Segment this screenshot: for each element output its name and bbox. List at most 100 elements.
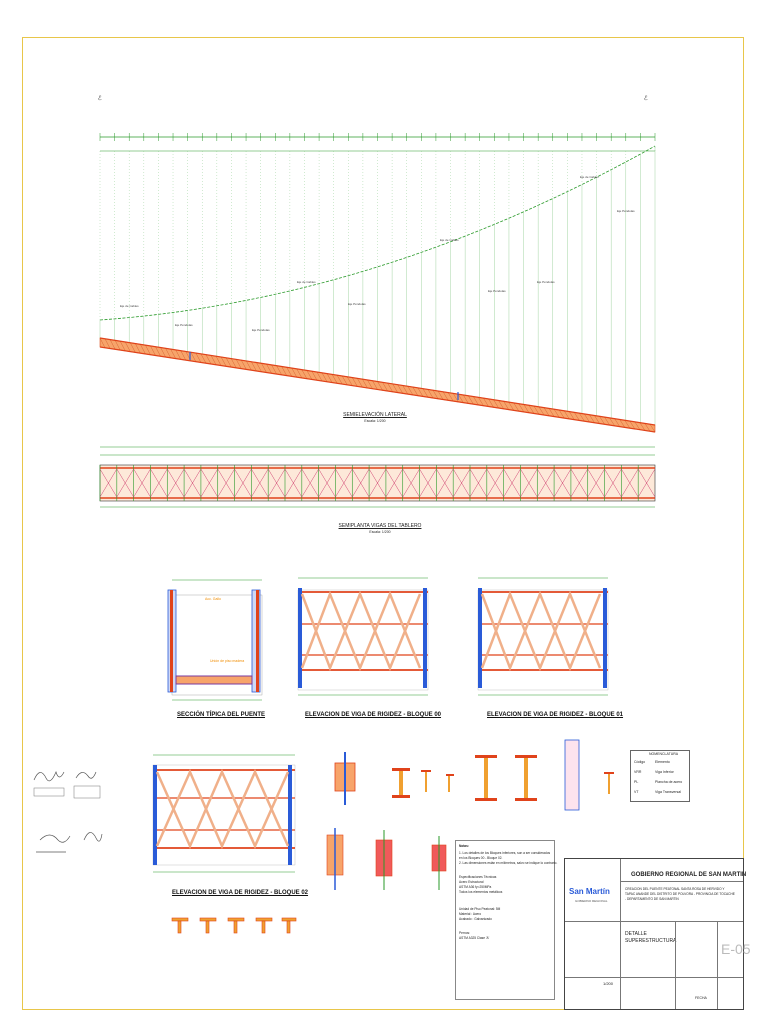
logo-subtitle: GOBIERNO REGIONAL xyxy=(575,899,608,903)
truss-diagonal xyxy=(493,399,499,409)
note-line: 1. Los detalles de los Bloques inferiore… xyxy=(459,851,551,855)
plan-bracing xyxy=(99,468,118,498)
project-line: TAPAC ANANDE DEL DISTRITO DE POLVORA - P… xyxy=(625,892,735,896)
plan-bracing xyxy=(251,468,269,498)
truss-diagonal xyxy=(533,405,540,415)
truss-diagonal xyxy=(256,362,262,372)
nomenclature-legend: NOMENCLATURA Código Elemento VRR Viga In… xyxy=(630,750,690,802)
plan-bracing xyxy=(520,468,538,498)
svg-text:Eje Péndolas: Eje Péndolas xyxy=(488,289,506,293)
plan-bracing xyxy=(183,468,202,498)
typical-section: Acc. Gallo Unión de piso madera xyxy=(167,579,263,701)
note-line: Material : Acero xyxy=(459,912,482,916)
truss-diagonal xyxy=(337,375,343,385)
truss-diagonal xyxy=(478,397,484,406)
truss-diagonal xyxy=(326,373,333,383)
plan-bracing xyxy=(621,468,639,498)
block-00-elevation xyxy=(297,577,429,696)
plan-bracing xyxy=(503,468,521,498)
truss-diagonal xyxy=(135,343,141,354)
hangers xyxy=(99,146,656,425)
truss-diagonal xyxy=(564,410,570,419)
note-line: en los Bloques 00 - Bloque 02. xyxy=(459,856,503,860)
truss-diagonal xyxy=(639,422,646,431)
truss-diagonal xyxy=(377,381,383,391)
truss-diagonal xyxy=(483,398,489,407)
truss-diagonal xyxy=(392,383,398,393)
truss-diagonal xyxy=(276,365,282,375)
truss-diagonal xyxy=(367,379,373,389)
truss-diagonal xyxy=(266,364,272,374)
scale-value: 1/200 xyxy=(603,981,614,986)
truss-diagonal xyxy=(634,421,640,430)
plan-bracing xyxy=(537,468,555,498)
plan-bracing xyxy=(234,468,252,498)
truss-diagonal xyxy=(296,368,302,378)
truss-diagonal xyxy=(220,356,227,367)
truss-diagonal xyxy=(437,390,444,400)
truss-diagonal xyxy=(548,408,555,417)
truss-diagonal xyxy=(619,419,625,428)
notes-title: Notas: xyxy=(459,844,469,848)
truss-diagonal xyxy=(99,337,106,348)
legend-element: Plancha de acero xyxy=(655,780,683,784)
svg-text:Eje Péndolas: Eje Péndolas xyxy=(537,280,555,284)
note-line: ASTM A36 fy=250MPa xyxy=(459,885,492,889)
plan-bracing xyxy=(469,468,488,498)
plan-bracing xyxy=(587,468,605,498)
svg-text:Eje de Cables: Eje de Cables xyxy=(297,280,316,284)
plan-bracing xyxy=(368,468,387,498)
truss-diagonal xyxy=(352,377,358,387)
svg-text:Eje de Cables: Eje de Cables xyxy=(440,238,459,242)
note-line: Acero Estructural xyxy=(459,880,484,884)
truss-diagonal xyxy=(417,387,424,397)
block-00-title: ELEVACION DE VIGA DE RIGIDEZ - BLOQUE 00 xyxy=(305,712,442,718)
legend-code: PL xyxy=(634,780,639,784)
note-line: Pernos: xyxy=(459,931,470,935)
legend-title: NOMENCLATURA xyxy=(649,752,679,756)
truss-diagonal xyxy=(130,342,136,353)
truss-diagonal xyxy=(342,375,348,385)
note-line: 2. Las dimensiones están en milímetros, … xyxy=(459,861,558,865)
truss-diagonal xyxy=(422,388,429,398)
svg-text:Eje Péndolas: Eje Péndolas xyxy=(348,302,366,306)
truss-diagonal xyxy=(372,380,378,390)
truss-diagonal xyxy=(195,352,202,363)
logo-text: San Martín xyxy=(569,887,610,896)
plan-bracing xyxy=(570,468,588,498)
truss-diagonal xyxy=(226,357,232,368)
note-line: Todos los elementos metálicos xyxy=(459,890,503,894)
plan-bracing xyxy=(284,468,303,498)
legend-header-element: Elemento xyxy=(655,760,670,764)
truss-diagonal xyxy=(574,412,580,421)
truss-diagonal xyxy=(347,376,353,386)
svg-text:Eje de Cables: Eje de Cables xyxy=(120,304,139,308)
plan-bracing xyxy=(486,468,504,498)
truss-diagonal xyxy=(442,391,449,401)
sheet-border xyxy=(22,37,744,1010)
semi-plan-beams xyxy=(99,446,656,508)
truss-diagonal xyxy=(251,361,257,372)
plan-bracing xyxy=(352,468,370,498)
sheet-code: E-05 xyxy=(721,941,751,957)
plan-bracing xyxy=(116,468,134,498)
plan-bracing xyxy=(133,468,151,498)
truss-diagonal xyxy=(362,379,368,389)
plan-bracing xyxy=(301,468,319,498)
truss-diagonal xyxy=(427,389,434,399)
truss-diagonal xyxy=(538,406,545,416)
svg-text:Unión de piso madera: Unión de piso madera xyxy=(210,659,244,663)
block-02-title: ELEVACION DE VIGA DE RIGIDEZ - BLOQUE 02 xyxy=(172,890,309,896)
truss-diagonal xyxy=(210,355,217,365)
semi-plan-scale: Escala: 1/200 xyxy=(369,530,391,534)
truss-diagonal xyxy=(175,349,181,360)
note-line: Unidad de Piso Peatonal: 5M xyxy=(459,907,501,911)
plan-bracing xyxy=(217,468,235,498)
plan-bracing xyxy=(200,468,218,498)
project-line: - DEPARTAMENTO DE SAN MARTIN xyxy=(625,897,679,901)
truss-diagonal xyxy=(604,417,610,426)
truss-diagonal xyxy=(125,341,131,352)
truss-diagonal xyxy=(261,363,267,373)
note-line: ASTM A325 Clase 'A' xyxy=(459,936,490,940)
